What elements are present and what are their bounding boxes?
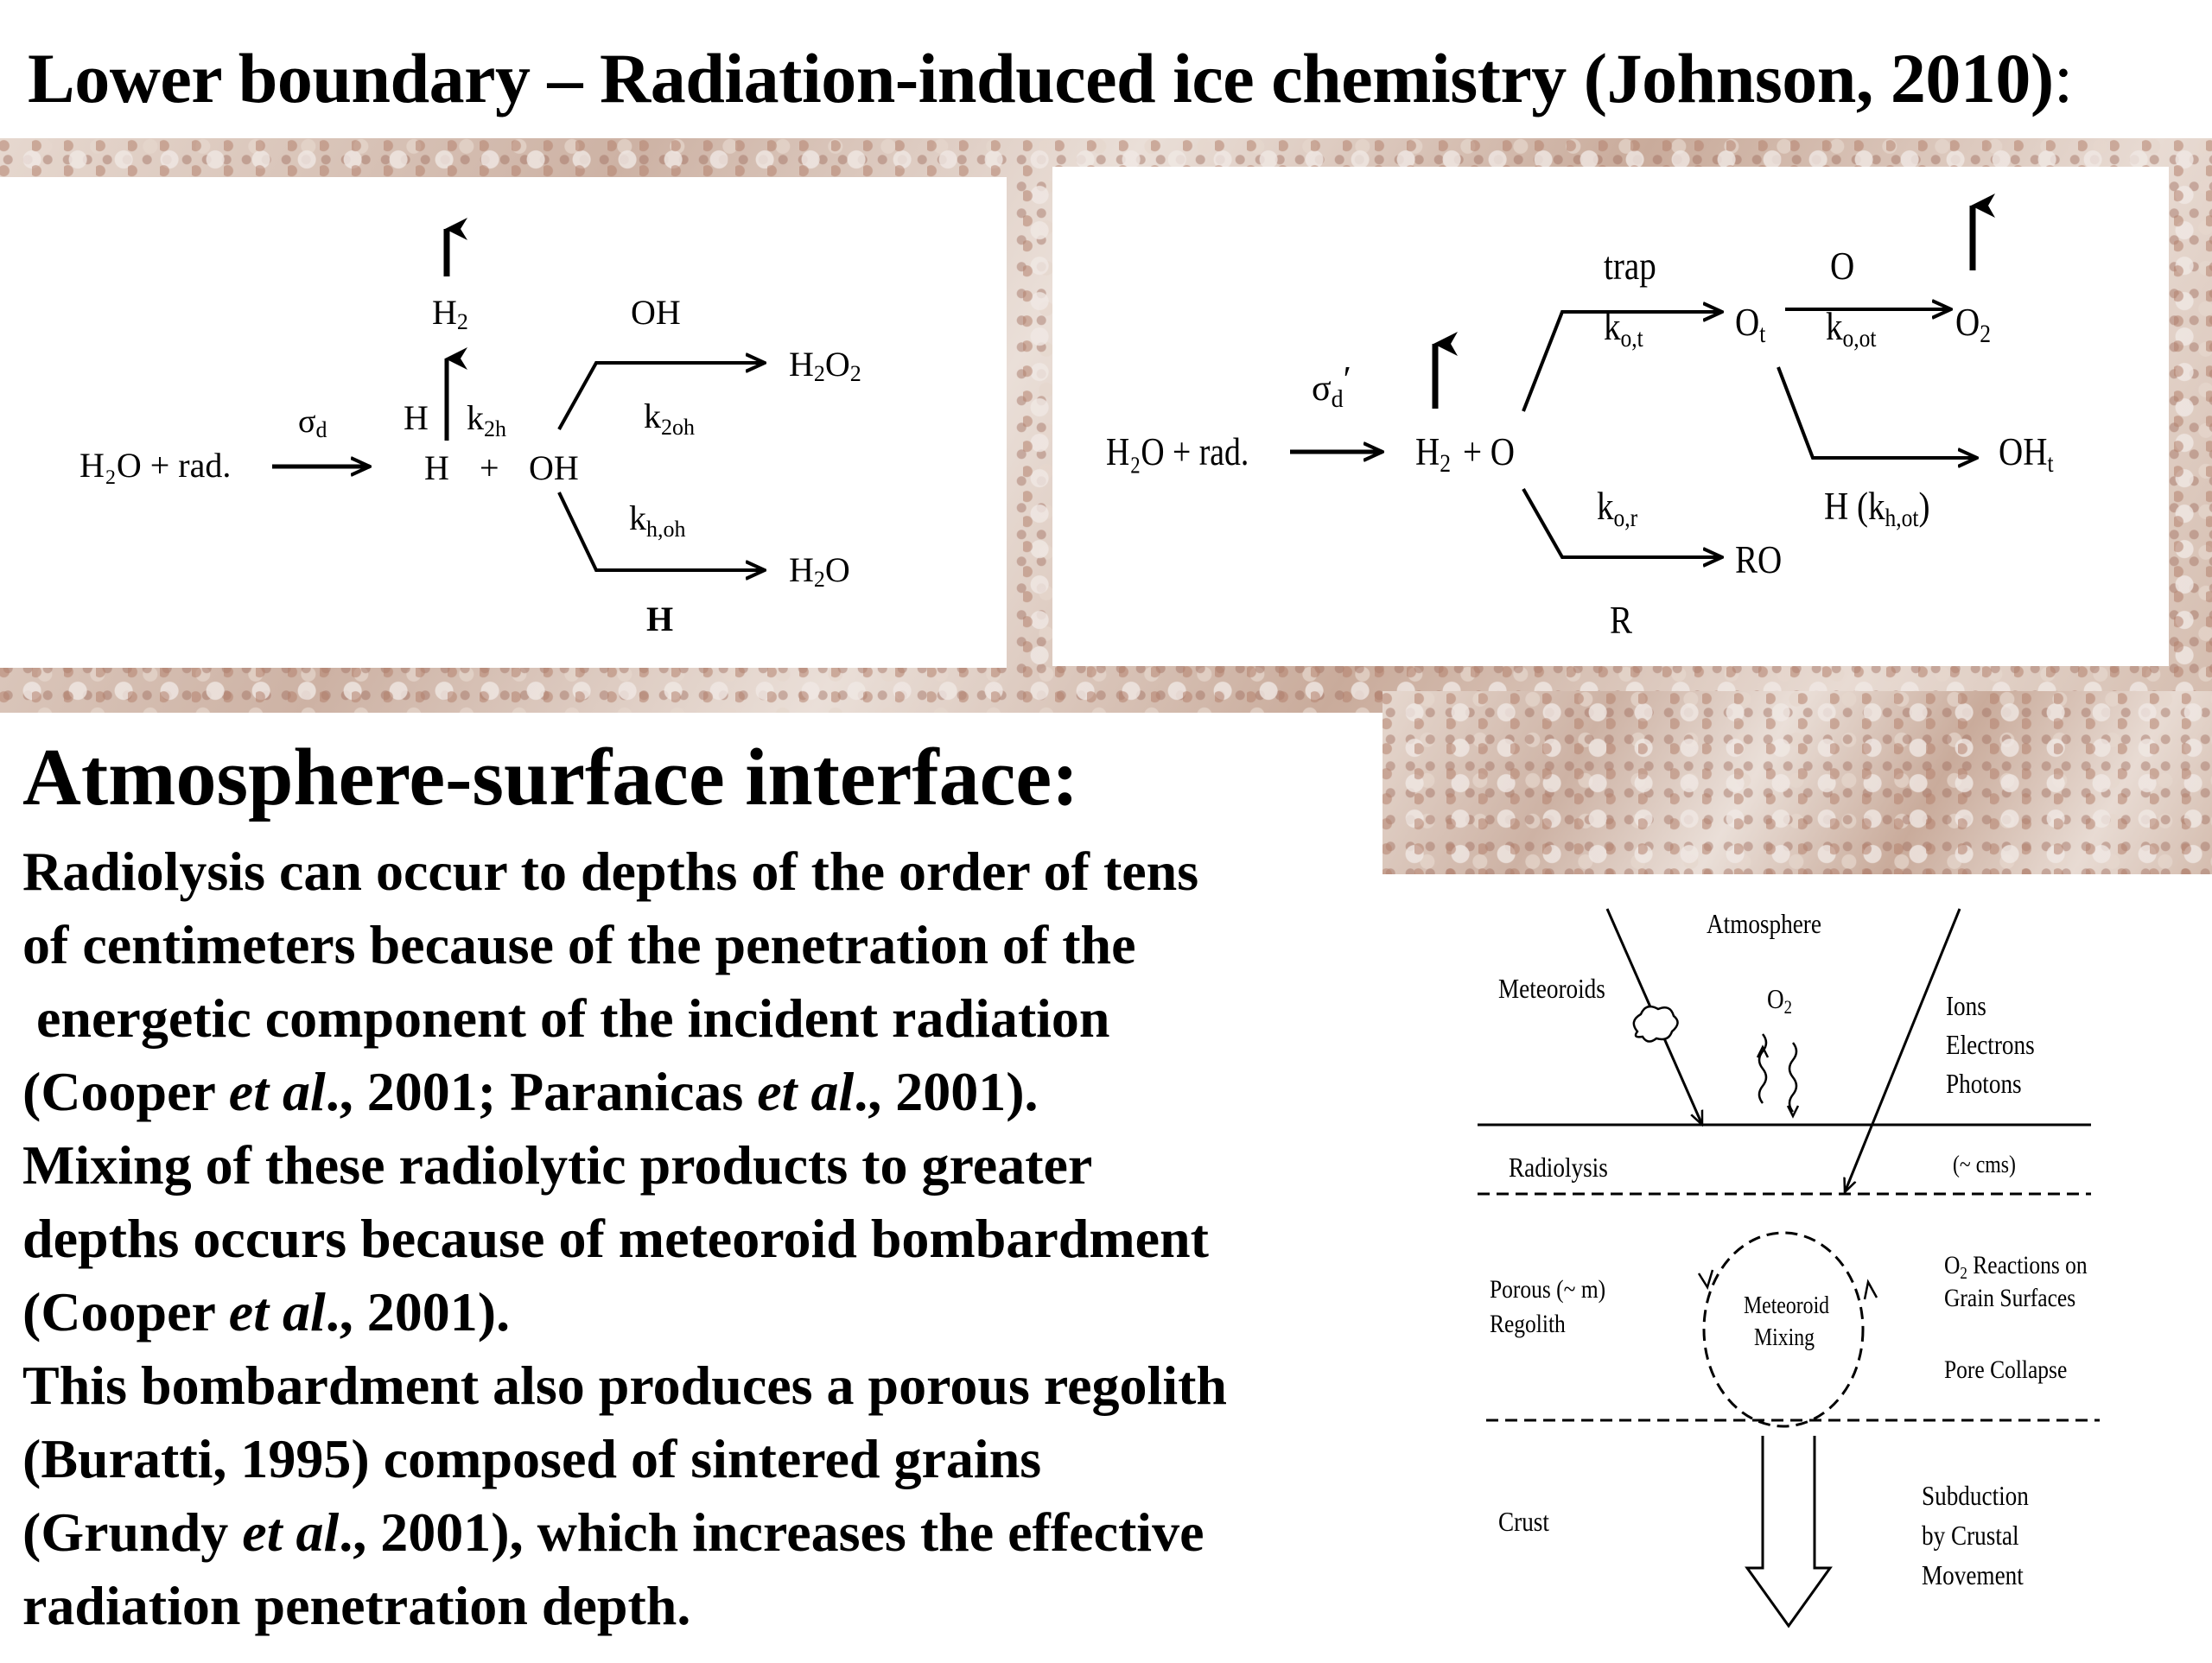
meteoroid-icon <box>1632 1005 1679 1043</box>
left-h2o-product: H2O <box>789 550 850 592</box>
body-line: (Cooper et al., 2001; Paranicas et al., … <box>22 1061 1039 1122</box>
left-sigma-d: σd <box>298 403 327 442</box>
label-meteoroid: Meteoroid <box>1744 1292 1829 1318</box>
o2-wavy-arrow-icon <box>1788 1042 1798 1113</box>
right-reaction-panel: H₂O + rad. σd′ H2 + O trap ko,t Ot O ko,… <box>1052 167 2169 666</box>
left-h-arrow-label: H <box>404 398 429 437</box>
left-reaction-panel: H₂O + rad. σd H2 H k2h H + OH OH H2O2 k2… <box>0 177 1007 668</box>
body-line: (Cooper et al., 2001). <box>22 1281 511 1342</box>
label-grain-surfaces: Grain Surfaces <box>1944 1284 2075 1312</box>
body-line: (Buratti, 1995) composed of sintered gra… <box>22 1428 1042 1489</box>
right-upper-branch <box>1522 312 1722 412</box>
subduction-arrow <box>1745 1436 1833 1628</box>
page-title: Lower boundary – Radiation-induced ice c… <box>28 39 2074 117</box>
right-kor: ko,r <box>1597 485 1638 532</box>
body-paragraph: Radiolysis can occur to depths of the or… <box>22 835 1370 1642</box>
right-lower-branch <box>1522 488 1722 557</box>
label-porous: Porous (~ m) <box>1490 1275 1605 1304</box>
label-subduction: Subduction <box>1922 1482 2029 1511</box>
label-o2-reactions: O2 Reactions on <box>1944 1251 2088 1283</box>
label-cms: (~ cms) <box>1953 1151 2016 1177</box>
left-h2-label: H2 <box>432 293 468 334</box>
label-radiolysis: Radiolysis <box>1509 1153 1608 1183</box>
right-oht-branch <box>1777 366 1977 458</box>
right-ot: Ot <box>1735 301 1766 348</box>
body-line: energetic component of the incident radi… <box>22 987 1110 1049</box>
left-k2h: k2h <box>467 398 506 441</box>
body-line: Mixing of these radiolytic products to g… <box>22 1134 1093 1196</box>
body-line: Radiolysis can occur to depths of the or… <box>22 841 1199 902</box>
right-trap: trap <box>1604 244 1656 289</box>
right-sigma-d: σd′ <box>1312 360 1351 413</box>
left-lower-branch <box>557 492 765 570</box>
label-meteoroids: Meteoroids <box>1498 974 1605 1004</box>
right-o-label: O <box>1830 244 1854 289</box>
right-h-khot: H (kh,ot) <box>1824 485 1930 532</box>
left-h2o2: H2O2 <box>789 345 861 386</box>
o2-wavy-arrow-icon <box>1758 1033 1768 1104</box>
left-k2oh: k2oh <box>644 397 695 440</box>
body-line: (Grundy et al., 2001), which increases t… <box>22 1501 1205 1563</box>
right-koot: ko,ot <box>1826 305 1877 352</box>
label-regolith: Regolith <box>1490 1310 1566 1338</box>
label-mixing: Mixing <box>1754 1323 1815 1350</box>
radiation-trajectory <box>1845 908 1961 1192</box>
body-line: radiation penetration depth. <box>22 1575 691 1636</box>
right-h2: H2 <box>1415 430 1451 478</box>
right-reactant: H₂O + rad. <box>1106 431 1249 474</box>
label-by-crustal: by Crustal <box>1922 1521 2019 1551</box>
body-line: of centimeters because of the penetratio… <box>22 914 1136 975</box>
label-o2: O2 <box>1767 985 1792 1018</box>
right-oht: OHt <box>1999 430 2054 478</box>
ice-texture-block <box>1382 691 2212 874</box>
left-oh: OH <box>529 448 579 487</box>
left-h-bottom: H <box>646 600 673 638</box>
right-r: R <box>1610 599 1633 643</box>
body-line: This bombardment also produces a porous … <box>22 1355 1227 1416</box>
right-o2: O2 <box>1955 301 1991 348</box>
right-reaction-diagram: H₂O + rad. σd′ H2 + O trap ko,t Ot O ko,… <box>1106 194 2054 643</box>
label-electrons: Electrons <box>1946 1031 2035 1060</box>
label-atmosphere: Atmosphere <box>1707 910 1821 939</box>
meteoroid-mixing-circle <box>1702 1231 1865 1428</box>
label-photons: Photons <box>1946 1070 2022 1099</box>
body-line: depths occurs because of meteoroid bomba… <box>22 1208 1209 1269</box>
left-khoh: kh,oh <box>629 498 686 542</box>
left-h: H <box>424 448 449 487</box>
surface-diagram-panel: Atmosphere Meteoroids O2 Ions Electrons … <box>1434 874 2212 1659</box>
title-colon: : <box>2053 39 2074 117</box>
left-upper-branch <box>557 363 765 430</box>
surface-layer-diagram: Atmosphere Meteoroids O2 Ions Electrons … <box>1478 908 2100 1628</box>
right-plus-o: + O <box>1463 430 1515 474</box>
left-plus: + <box>480 448 499 487</box>
left-oh-top: OH <box>631 293 681 332</box>
label-movement: Movement <box>1922 1561 2024 1590</box>
left-reactant: H₂O + rad. <box>79 446 231 485</box>
label-pore-collapse: Pore Collapse <box>1944 1355 2067 1384</box>
right-kot: ko,t <box>1604 305 1643 352</box>
label-crust: Crust <box>1498 1507 1550 1537</box>
label-ions: Ions <box>1946 992 1986 1021</box>
right-ro: RO <box>1735 538 1782 582</box>
section-heading: Atmosphere-surface interface: <box>22 733 1079 822</box>
left-reaction-diagram: H₂O + rad. σd H2 H k2h H + OH OH H2O2 k2… <box>79 218 861 638</box>
